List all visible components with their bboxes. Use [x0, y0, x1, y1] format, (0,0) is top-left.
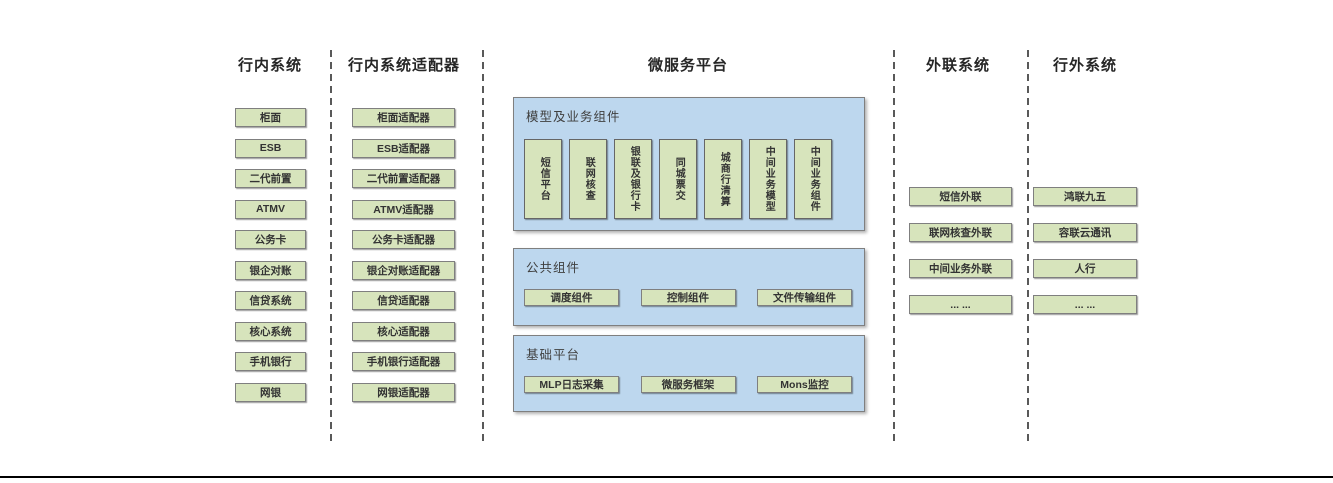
system-box: 网银	[235, 382, 306, 402]
component-box-vertical: 银联及银行卡	[614, 139, 652, 219]
column-title-microservice-platform: 微服务平台	[647, 57, 729, 74]
outreach-box: 短信外联	[909, 187, 1012, 206]
dashed-divider-3	[893, 50, 895, 443]
panel-model-business-components: 模型及业务组件 短信平台联网核查银联及银行卡同城票交城商行清算中间业务模型中间业…	[513, 97, 865, 231]
column-title-internal-adapters: 行内系统适配器	[347, 57, 461, 74]
component-box-vertical: 中间业务组件	[794, 139, 832, 219]
adapter-box: 网银适配器	[352, 382, 455, 402]
system-box: 手机银行	[235, 352, 306, 371]
adapter-box: 柜面适配器	[352, 108, 455, 127]
system-box: ATMV	[235, 199, 306, 219]
system-box: 柜面	[235, 108, 306, 127]
column-title-internal-systems: 行内系统	[237, 57, 303, 74]
outreach-box: 中间业务外联	[909, 259, 1012, 278]
column-title-external-systems: 行外系统	[1052, 57, 1118, 74]
base-platform-row: MLP日志采集 微服务框架 Mons监控	[524, 376, 852, 393]
component-box: MLP日志采集	[524, 376, 619, 393]
component-box: 控制组件	[640, 289, 736, 306]
dashed-divider-1	[330, 50, 332, 443]
adapter-box: 信贷适配器	[352, 291, 455, 310]
adapter-box: 手机银行适配器	[352, 352, 455, 371]
external-systems-list: 鸿联九五容联云通讯人行 ... ...	[1033, 187, 1137, 314]
component-box-vertical: 城商行清算	[704, 139, 742, 219]
bottom-border-line	[0, 476, 1333, 478]
system-box: 二代前置	[235, 169, 306, 188]
panel-label: 公共组件	[526, 261, 581, 275]
external-box: 人行	[1033, 259, 1137, 278]
component-box: 微服务框架	[640, 376, 736, 393]
component-box-vertical: 短信平台	[524, 139, 562, 219]
panel-base-platform: 基础平台 MLP日志采集 微服务框架 Mons监控	[513, 335, 865, 412]
component-box: Mons监控	[757, 376, 852, 393]
adapter-box: ESB适配器	[352, 138, 455, 158]
dashed-divider-4	[1027, 50, 1029, 443]
common-components-row: 调度组件 控制组件 文件传输组件	[524, 289, 852, 306]
component-box: 文件传输组件	[757, 289, 852, 306]
panel-common-components: 公共组件 调度组件 控制组件 文件传输组件	[513, 248, 865, 326]
adapter-box: 银企对账适配器	[352, 260, 455, 280]
internal-systems-list: 柜面 ESB 二代前置 ATMV 公务卡银企对账信贷系统核心系统手机银行网银	[235, 108, 306, 402]
adapter-box: ATMV适配器	[352, 199, 455, 219]
adapter-box: 核心适配器	[352, 321, 455, 341]
system-box: ESB	[235, 138, 306, 158]
column-title-outreach-systems: 外联系统	[925, 57, 991, 74]
external-box: 鸿联九五	[1033, 187, 1137, 206]
system-box: 公务卡	[235, 230, 306, 249]
component-box-vertical: 联网核查	[569, 139, 607, 219]
system-box: 银企对账	[235, 260, 306, 280]
panel-label: 模型及业务组件	[526, 110, 621, 124]
component-box-vertical: 同城票交	[659, 139, 697, 219]
outreach-box: ... ...	[909, 295, 1012, 314]
system-box: 核心系统	[235, 321, 306, 341]
system-box: 信贷系统	[235, 291, 306, 310]
external-box: ... ...	[1033, 295, 1137, 314]
outreach-systems-list: 短信外联联网核查外联中间业务外联 ... ...	[909, 187, 1012, 314]
model-components-row: 短信平台联网核查银联及银行卡同城票交城商行清算中间业务模型中间业务组件	[524, 139, 832, 219]
component-box: 调度组件	[524, 289, 619, 306]
internal-adapters-list: 柜面适配器 ESB适配器二代前置适配器 ATMV适配器公务卡适配器银企对账适配器信贷…	[352, 108, 455, 402]
adapter-box: 公务卡适配器	[352, 230, 455, 249]
outreach-box: 联网核查外联	[909, 223, 1012, 242]
dashed-divider-2	[482, 50, 484, 443]
panel-label: 基础平台	[526, 348, 581, 362]
component-box-vertical: 中间业务模型	[749, 139, 787, 219]
adapter-box: 二代前置适配器	[352, 169, 455, 188]
external-box: 容联云通讯	[1033, 223, 1137, 242]
